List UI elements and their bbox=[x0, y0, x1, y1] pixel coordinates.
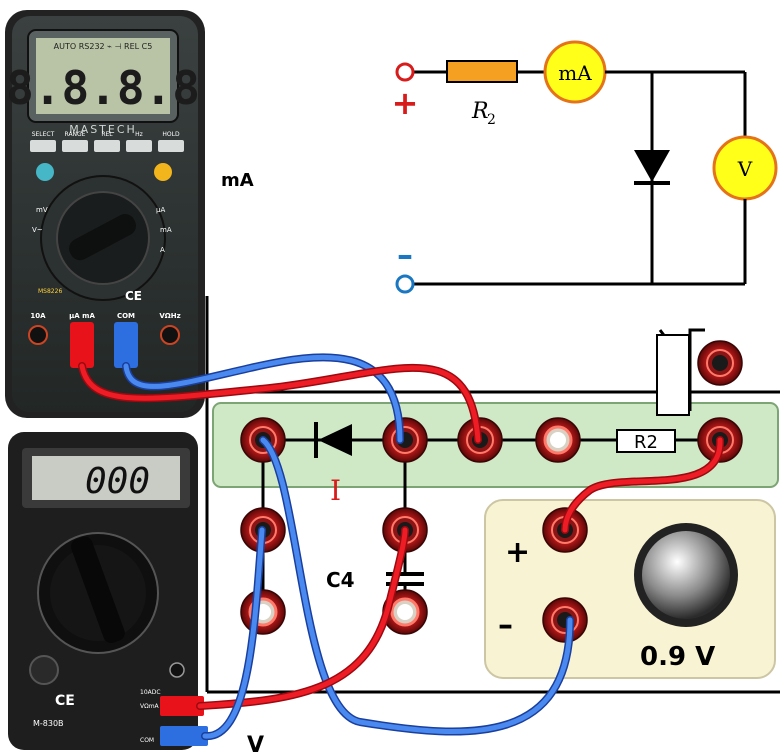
top-btn-range[interactable] bbox=[62, 140, 88, 152]
top-meter-buttons: SELECT RANGE REL Hz HOLD bbox=[30, 131, 184, 152]
bottom-red-probe-plug[interactable] bbox=[160, 696, 204, 716]
schematic: mA V + – R 2 bbox=[392, 40, 778, 294]
top-dial-ma: mA bbox=[160, 226, 172, 234]
board-resistor bbox=[616, 429, 676, 453]
bottom-blue-probe-plug[interactable] bbox=[160, 726, 208, 746]
terminal-strip-4[interactable] bbox=[534, 416, 582, 464]
wires bbox=[78, 353, 725, 740]
top-jack-v-label: VΩHz bbox=[159, 312, 180, 320]
board-resistor-label: R2 bbox=[634, 432, 658, 453]
supply-plus-label: + bbox=[505, 535, 530, 570]
schematic-voltmeter-label: V bbox=[737, 157, 753, 181]
bottom-meter-model: M-830B bbox=[33, 719, 64, 728]
top-btn-hz[interactable] bbox=[126, 140, 152, 152]
schematic-resistor-subscript: 2 bbox=[487, 112, 496, 128]
bottom-jack-com-label: COM bbox=[140, 737, 154, 744]
top-btn-rel-label: REL bbox=[101, 131, 113, 138]
terminal-diode-cathode[interactable] bbox=[382, 417, 428, 463]
capacitor-label: C4 bbox=[326, 568, 355, 592]
schematic-minus-sign: – bbox=[397, 236, 413, 274]
multimeter-top: AUTO RS232 ⌁ ⊣ REL C5 8.8.8.8 MASTECH SE… bbox=[5, 10, 205, 418]
top-meter-ce: CE bbox=[125, 289, 142, 303]
top-btn-hz-label: Hz bbox=[135, 131, 143, 138]
top-jack-com-label: COM bbox=[117, 312, 135, 320]
top-meter-power-button[interactable] bbox=[36, 163, 54, 181]
top-meter-reading: 8.8.8.8 bbox=[6, 61, 200, 115]
schematic-minus-terminal bbox=[395, 274, 415, 294]
top-meter-brand: MASTECH bbox=[69, 123, 137, 136]
top-btn-select[interactable] bbox=[30, 140, 56, 152]
bottom-meter-ce: CE bbox=[55, 693, 75, 709]
top-btn-rel[interactable] bbox=[94, 140, 120, 152]
schematic-plus-terminal bbox=[395, 62, 415, 82]
top-btn-hold-label: HOLD bbox=[162, 131, 180, 138]
board-diode bbox=[314, 422, 352, 458]
voltmeter-label: V bbox=[247, 733, 264, 756]
bottom-jack-10a-label: 10ADC bbox=[140, 689, 161, 696]
schematic-plus-sign: + bbox=[392, 84, 419, 122]
top-dial-mv: mV bbox=[36, 206, 48, 214]
multimeter-bottom: 000 M-830B CE 10ADC VΩmA COM bbox=[8, 432, 208, 750]
top-btn-select-label: SELECT bbox=[32, 131, 55, 138]
top-meter-light-button[interactable] bbox=[154, 163, 172, 181]
top-dial-v: V~ bbox=[32, 226, 43, 234]
top-btn-range-label: RANGE bbox=[65, 131, 86, 138]
schematic-ammeter-label: mA bbox=[558, 61, 592, 85]
top-red-probe-plug[interactable] bbox=[70, 322, 94, 368]
top-meter-model: MS8226 bbox=[38, 288, 62, 295]
terminal-left-bottom[interactable] bbox=[239, 588, 287, 636]
supply-minus-label: – bbox=[498, 608, 513, 643]
bottom-jack-v-label: VΩmA bbox=[140, 703, 160, 710]
top-dial-ua: μA bbox=[156, 206, 165, 214]
top-jack-ma-label: μA mA bbox=[69, 312, 95, 320]
top-btn-hold[interactable] bbox=[158, 140, 184, 152]
top-meter-indicators: AUTO RS232 ⌁ ⊣ REL C5 bbox=[54, 42, 153, 51]
supply-knob[interactable] bbox=[642, 531, 730, 619]
top-dial-a: A bbox=[160, 246, 165, 254]
top-meter-display bbox=[36, 38, 170, 114]
terminal-potentiometer[interactable] bbox=[697, 340, 743, 386]
schematic-resistor-label: R bbox=[471, 99, 489, 124]
wire-red-voltmeter bbox=[196, 526, 409, 710]
top-jack-10a-label: 10A bbox=[30, 312, 46, 320]
schematic-resistor bbox=[446, 60, 518, 83]
top-blue-probe-plug[interactable] bbox=[114, 322, 138, 368]
schematic-diode bbox=[634, 150, 670, 182]
bottom-meter-display bbox=[32, 456, 180, 500]
bottom-meter-reading: 000 bbox=[85, 461, 150, 502]
terminal-supply-minus[interactable] bbox=[542, 597, 588, 643]
potentiometer bbox=[656, 334, 690, 416]
supply-voltage: 0.9 V bbox=[640, 642, 715, 672]
current-direction-label: I bbox=[330, 474, 341, 507]
ammeter-label: mA bbox=[221, 170, 254, 191]
